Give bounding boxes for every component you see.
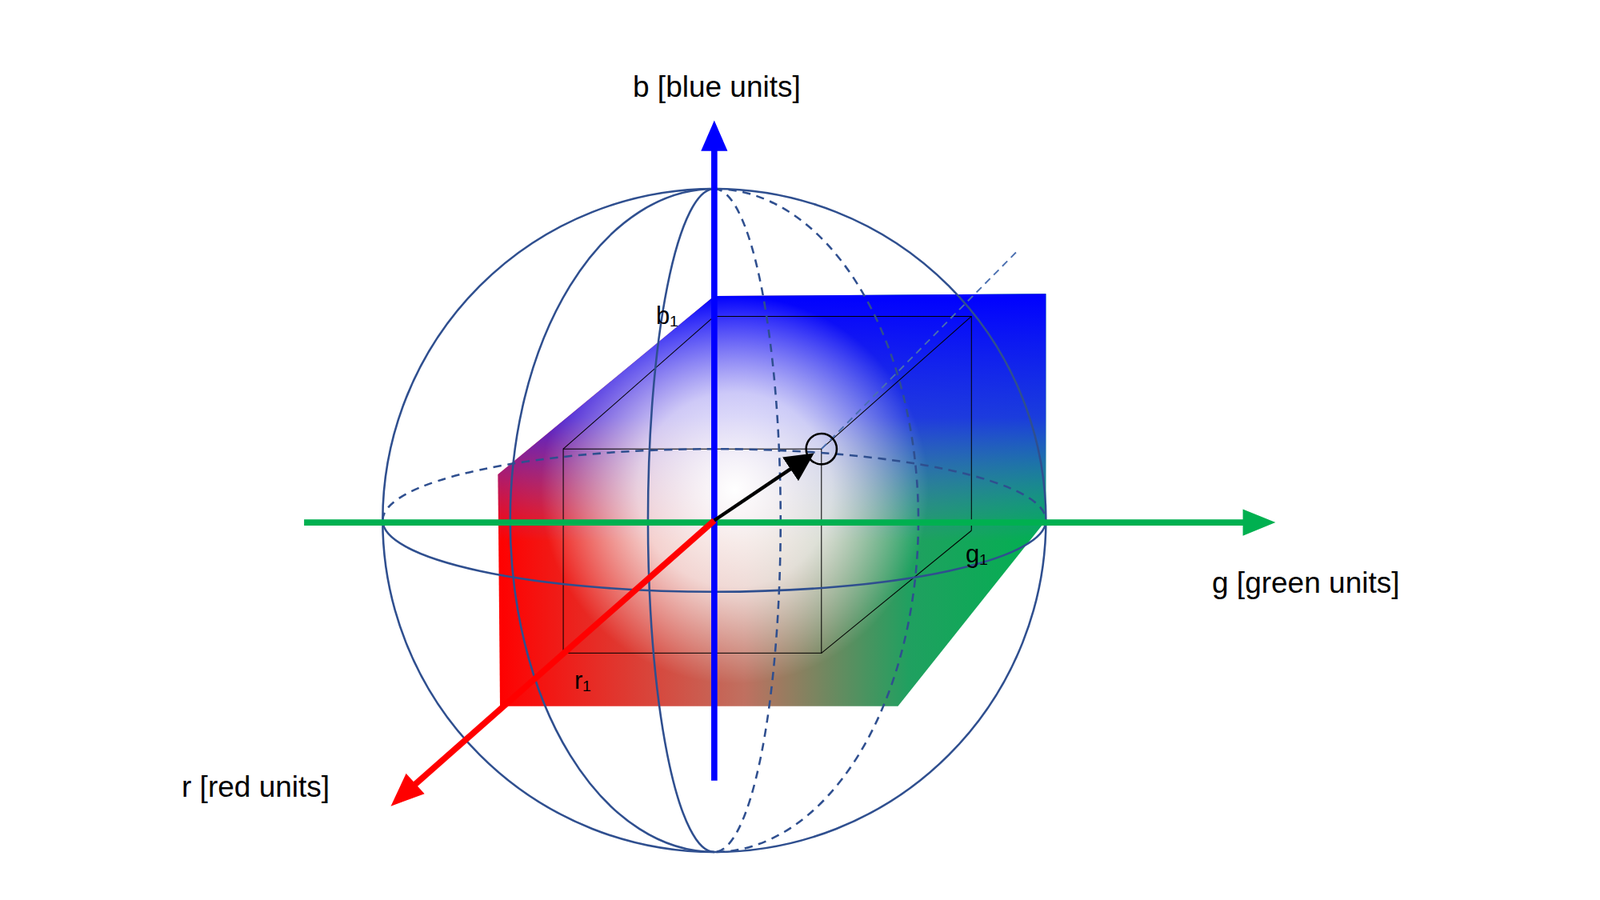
axes: [304, 120, 1276, 807]
axis-title: g [green units]: [1212, 567, 1400, 600]
axis-value: g₁: [965, 540, 988, 568]
axis-value: r₁: [574, 667, 592, 695]
rgb-colour-block: [497, 293, 1046, 706]
axis-title: r [red units]: [181, 771, 330, 804]
colour-vector: [714, 433, 837, 520]
axis-value: b₁: [656, 302, 679, 330]
axis-title: b [blue units]: [632, 71, 801, 104]
